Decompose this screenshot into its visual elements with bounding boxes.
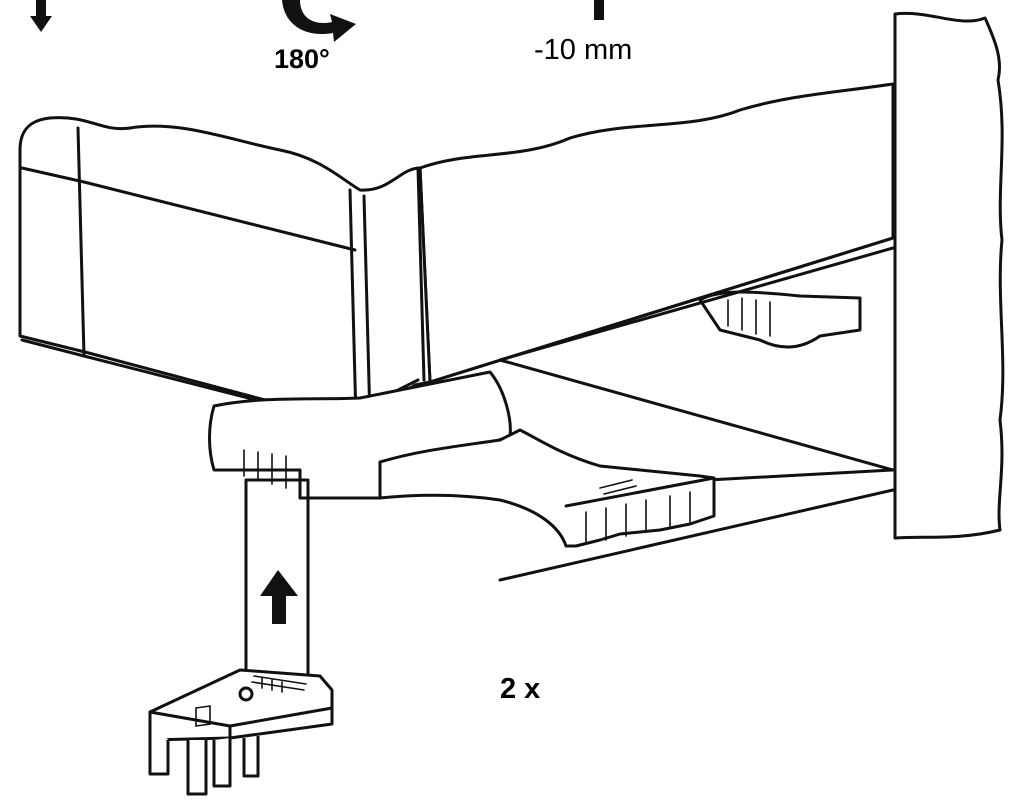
floor-lines <box>498 358 895 582</box>
front-cabinet <box>18 116 432 430</box>
arrow-down-icon <box>30 0 52 32</box>
rotation-label: 180° <box>274 44 330 74</box>
clip-part <box>148 668 334 796</box>
plinth-foot <box>208 370 716 548</box>
rotate-icon <box>282 0 356 42</box>
quantity-label: 2 x <box>500 673 541 705</box>
offset-label: -10 mm <box>534 34 633 66</box>
arrow-up-icon <box>260 570 298 624</box>
right-cabinet <box>418 82 895 384</box>
offset-bar-icon <box>594 0 604 20</box>
side-wall <box>893 11 1005 540</box>
